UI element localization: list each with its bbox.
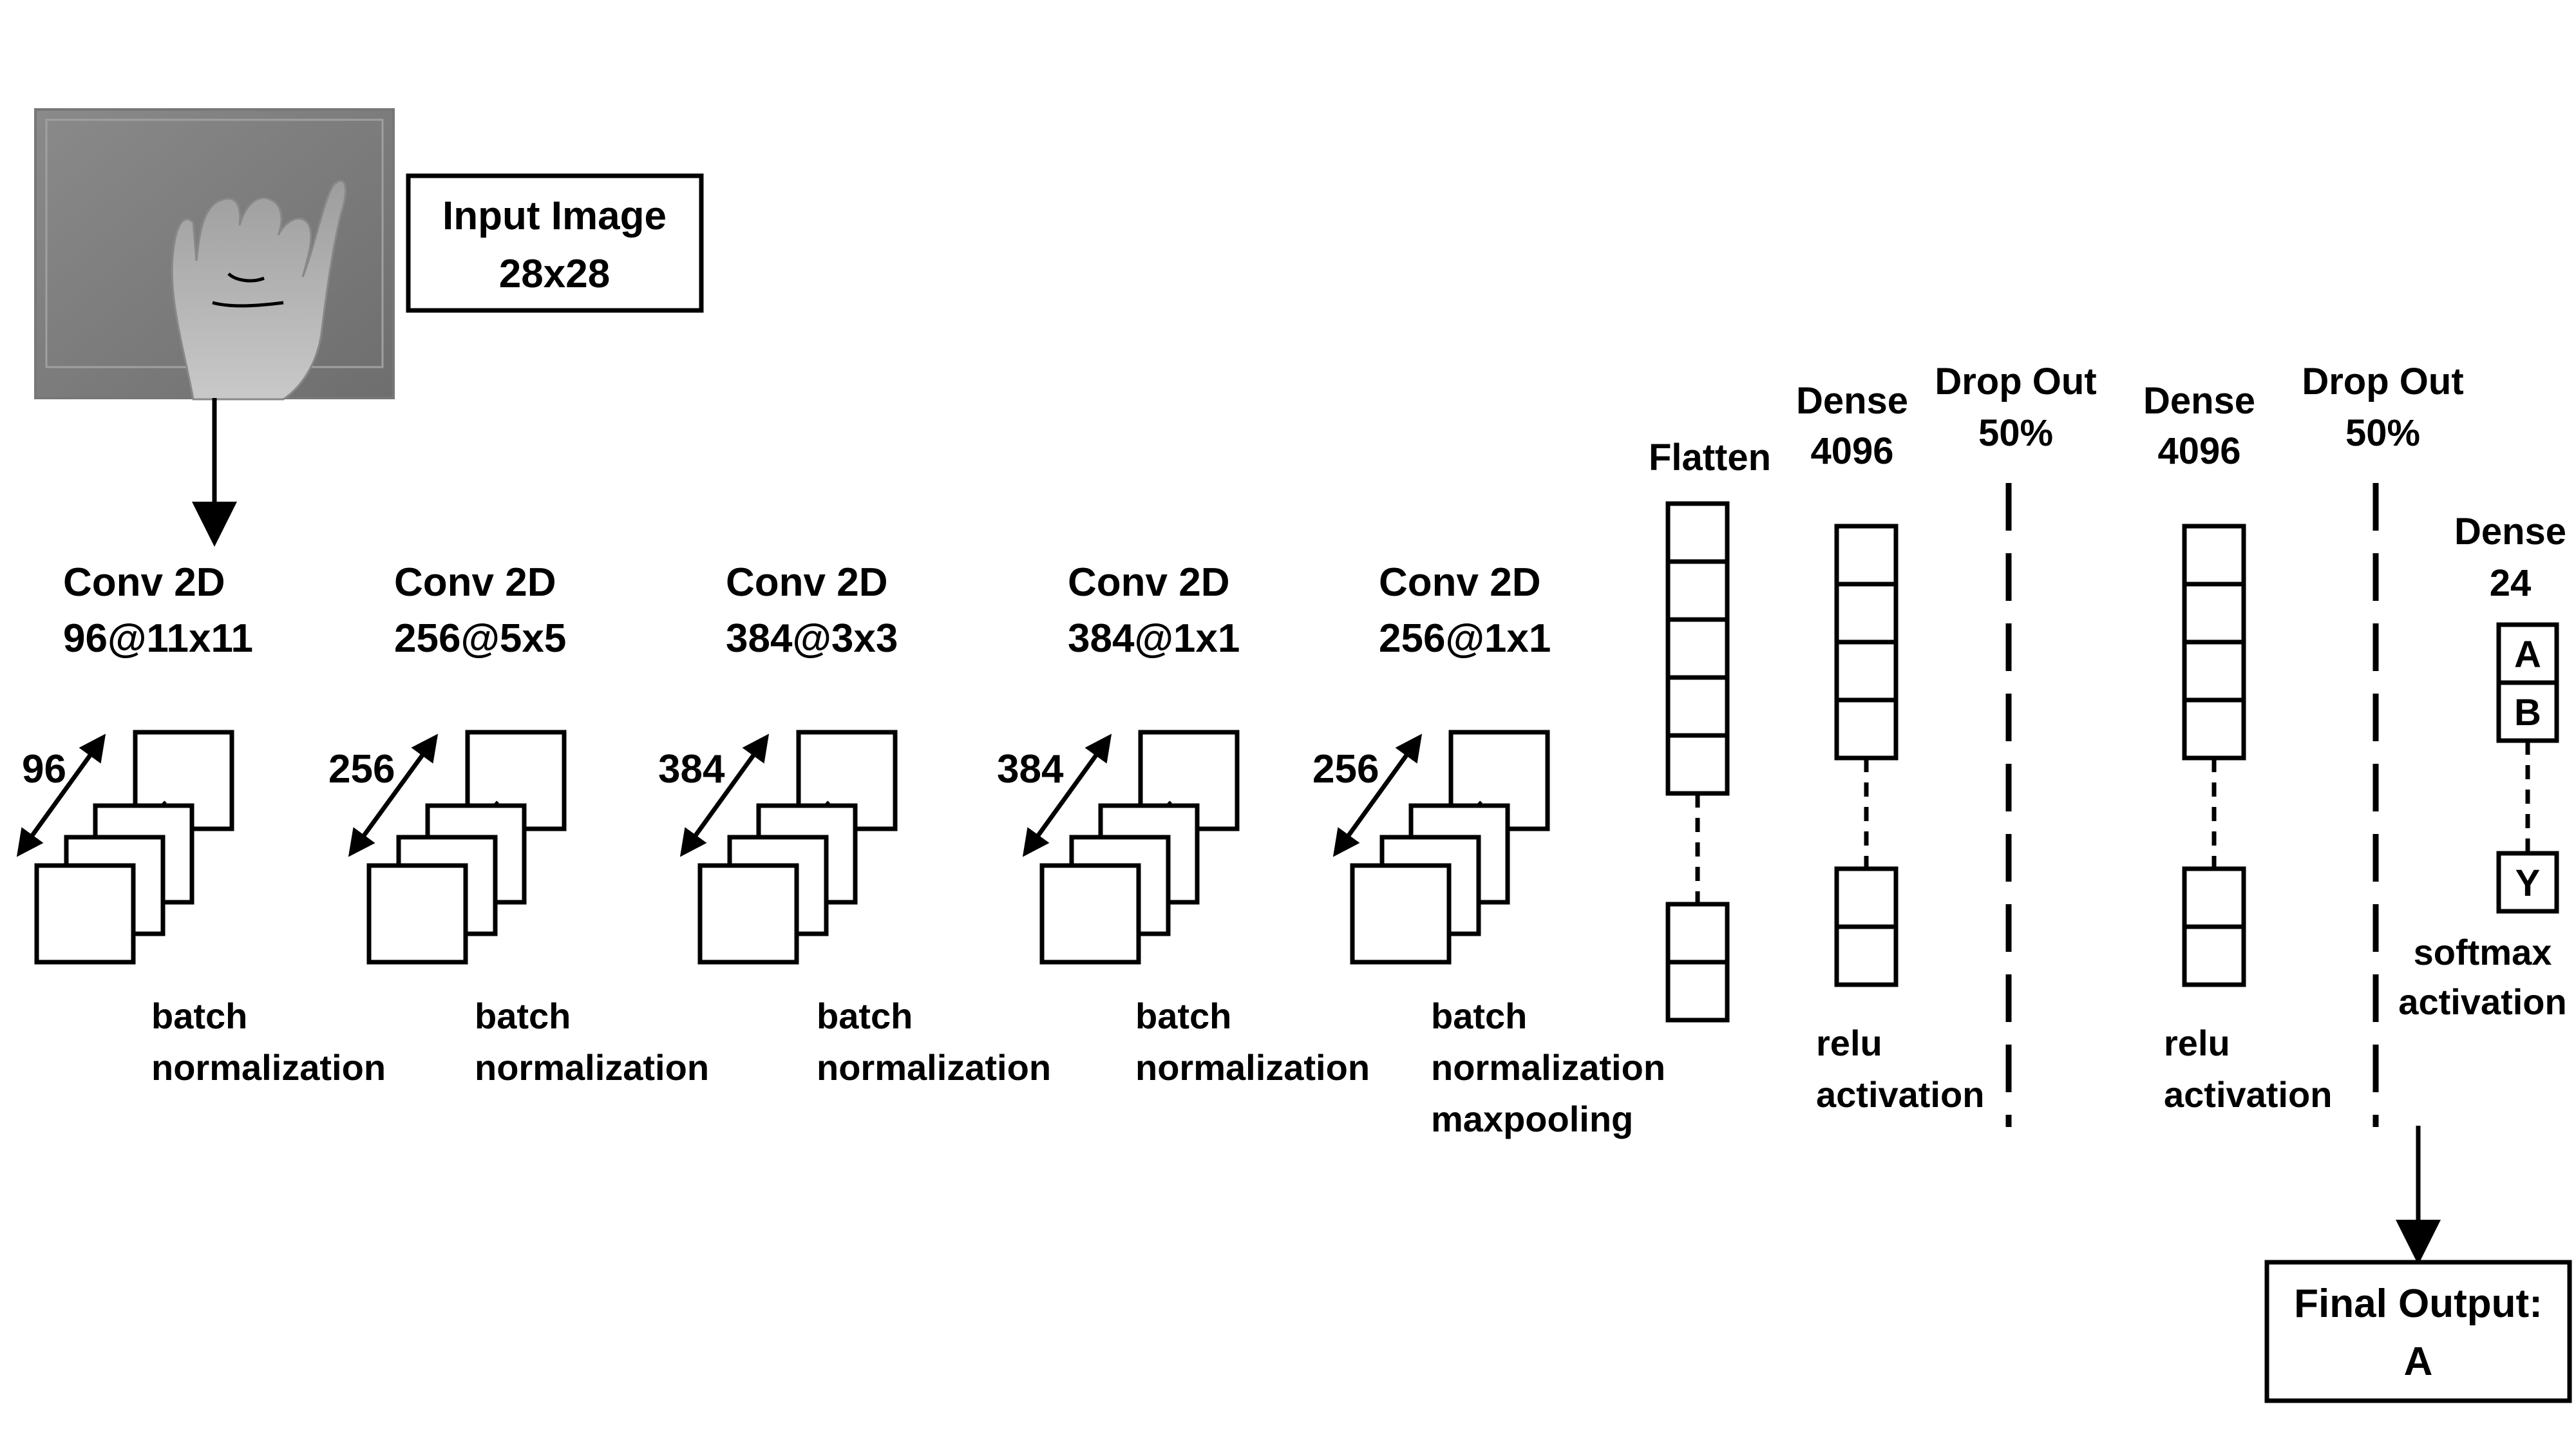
conv1-stack: 96 [16,730,234,965]
dense1-caption-2: activation [1816,1074,1984,1115]
conv2-depth: 256 [328,747,395,791]
final-output-value: A [2404,1340,2433,1384]
conv5-caption-1: batch [1431,996,1527,1036]
conv-captions: batch normalization batch normalization … [151,996,1665,1139]
output-caption-2: activation [2398,981,2566,1022]
conv2-caption-1: batch [475,996,571,1036]
conv-labels: Conv 2D 96@11x11 Conv 2D 256@5x5 Conv 2D… [63,560,1551,661]
conv4-label-1: Conv 2D [1068,560,1229,605]
dense2-caption-2: activation [2164,1074,2332,1115]
conv2-stack: 256 [328,730,567,965]
output-dense-label-1: Dense [2454,511,2566,553]
conv4-caption-2: normalization [1135,1047,1370,1088]
input-size: 28x28 [499,252,610,296]
dropout1-label-1: Drop Out [1935,361,2096,402]
conv1-caption-1: batch [151,996,247,1036]
conv3-depth: 384 [658,747,725,791]
conv3-label-2: 384@3x3 [726,616,898,661]
input-label-box [406,173,704,313]
conv4-label-2: 384@1x1 [1068,616,1240,661]
conv1-depth: 96 [22,747,66,791]
dense2-label-2: 4096 [2157,430,2240,472]
conv3-caption-1: batch [817,996,913,1036]
class-a-label: A [2514,634,2541,676]
output-vector: A B Y [2496,622,2559,914]
flatten-label: Flatten [1649,437,1771,478]
conv5-stack: 256 [1312,730,1550,965]
final-output-title: Final Output: [2294,1282,2543,1326]
class-b-label: B [2514,692,2541,734]
dense1-label-2: 4096 [1810,430,1893,472]
input-title: Input Image [442,194,667,238]
conv4-caption-1: batch [1135,996,1231,1036]
output-dense-label-2: 24 [2490,562,2532,604]
conv3-label-1: Conv 2D [726,560,887,605]
conv2-caption-2: normalization [475,1047,709,1088]
dense2-vector [2182,524,2246,987]
conv5-depth: 256 [1312,747,1379,791]
conv1-label-2: 96@11x11 [63,616,253,661]
conv3-caption-2: normalization [817,1047,1051,1088]
class-y-label: Y [2515,862,2541,904]
dense1-caption-1: relu [1816,1023,1882,1063]
dropout2-label-1: Drop Out [2302,361,2463,402]
conv4-depth: 384 [997,747,1064,791]
conv1-caption-2: normalization [151,1047,386,1088]
conv5-label-2: 256@1x1 [1379,616,1551,661]
conv5-caption-2: normalization [1431,1047,1665,1088]
hand-sign-image [171,180,347,401]
conv2-label-2: 256@5x5 [394,616,566,661]
input-image [34,108,395,401]
dense1-vector [1834,524,1899,987]
dense2-caption-1: relu [2164,1023,2230,1063]
final-output-box [2264,1260,2572,1403]
conv5-label-1: Conv 2D [1379,560,1540,605]
conv4-stack: 384 [997,730,1240,965]
output-caption-1: softmax [2414,932,2552,972]
conv5-caption-3: maxpooling [1431,1099,1633,1139]
conv3-stack: 384 [658,730,898,965]
dense2-label-1: Dense [2143,380,2255,422]
conv1-label-1: Conv 2D [63,560,225,605]
dense1-label-1: Dense [1796,380,1908,422]
dropout1-label-2: 50% [1978,412,2053,454]
flatten-vector [1665,501,1730,1023]
dropout2-label-2: 50% [2345,412,2420,454]
conv2-label-1: Conv 2D [394,560,556,605]
